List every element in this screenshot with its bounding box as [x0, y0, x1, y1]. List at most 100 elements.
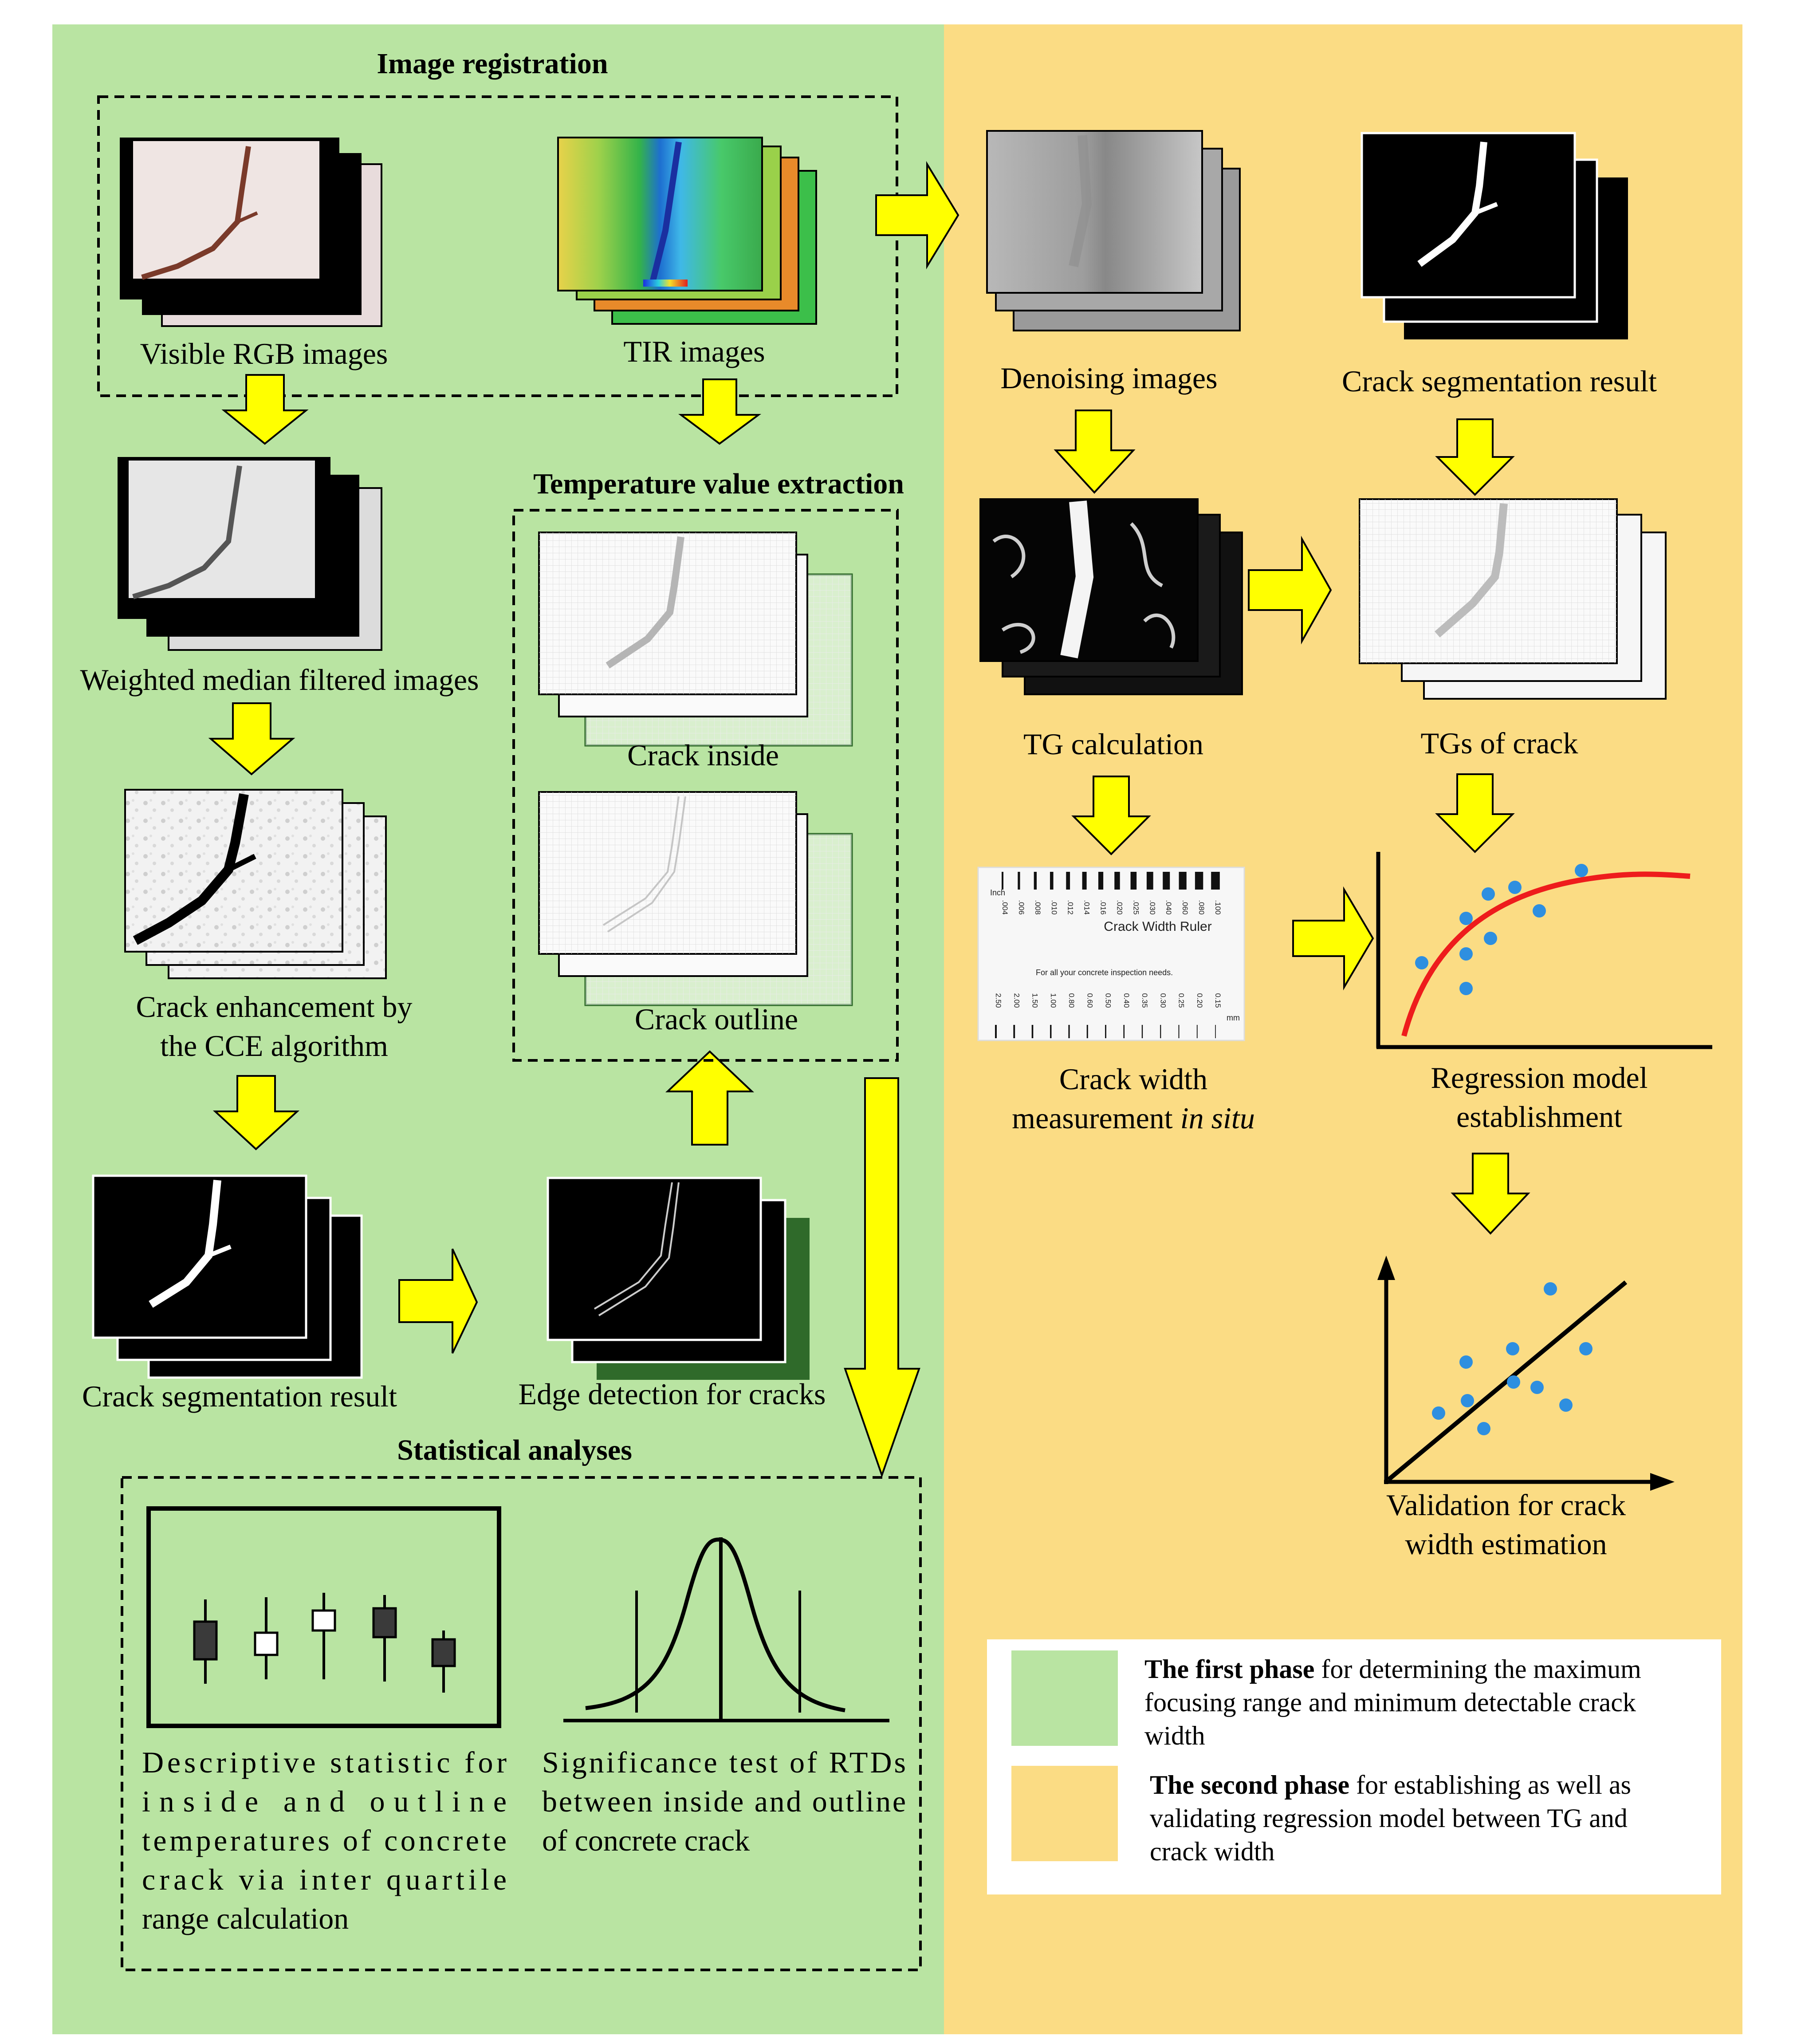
phase-legend: The first phase for determining the maxi… [987, 1639, 1721, 1894]
edge-detection-image-stack [547, 1177, 810, 1380]
crack-outline-image-stack [538, 791, 853, 1006]
edge-map-photo [547, 1177, 762, 1341]
arrow-segmentation-to-tgs [1435, 418, 1515, 496]
descriptive-line-1: Descriptive statistic for [142, 1745, 507, 1779]
arrow-tg-to-measurement [1071, 776, 1151, 855]
binary-crack-photo [92, 1174, 307, 1339]
ruler-mm-label: mm [1227, 1013, 1240, 1022]
ruler-bottom-tick-label: 2.00 [1012, 993, 1021, 1008]
image-registration-box [97, 95, 898, 397]
measurement-label-plain: measurement [1012, 1101, 1180, 1135]
ruler-bottom-tick-bar [1031, 1025, 1034, 1038]
measurement-label-italic: in situ [1180, 1101, 1255, 1135]
ruler-top-tick-label: .060 [1181, 900, 1189, 914]
thermal-photo [557, 137, 763, 291]
arrow-tir-to-extraction [678, 378, 762, 445]
ruler-top-tick-label: .100 [1214, 900, 1222, 914]
descriptive-line-4: crack via inter quartile [142, 1863, 507, 1896]
denoising-image-stack [986, 130, 1241, 331]
ruler-subtitle: For all your concrete inspection needs. [1036, 968, 1173, 977]
regression-curve [1401, 871, 1691, 1037]
ruler-bottom-tick-label: 0.80 [1067, 993, 1076, 1008]
tg-calculation-label: TG calculation [1023, 727, 1203, 761]
measurement-label-line1: Crack width [1059, 1062, 1207, 1096]
filtered-photo [129, 461, 315, 598]
visible-rgb-label: Visible RGB images [140, 337, 388, 370]
ruler-bottom-tick-label: 0.60 [1085, 993, 1094, 1008]
tg-image-stack [979, 498, 1243, 695]
significance-line-2: between inside and outline [542, 1784, 906, 1818]
ruler-bottom-tick-label: 0.30 [1159, 993, 1167, 1008]
ruler-top-tick-bar [1179, 872, 1187, 890]
wmf-label: Weighted median filtered images [80, 663, 479, 697]
ruler-top-tick-bar [1163, 872, 1170, 890]
ruler-top-ticks: .004.006.008.010.012.014.016.020.025.030… [1001, 872, 1222, 915]
crack-outline-label: Crack outline [635, 1002, 798, 1036]
crack-inside-image-stack [538, 532, 853, 747]
crack-inside-label: Crack inside [627, 738, 779, 772]
ruler-top-tick-label: .014 [1083, 900, 1091, 914]
ruler-top-tick-bar [1066, 872, 1070, 890]
arrow-to-statistical-analyses [844, 1077, 920, 1478]
regression-label-line2: establishment [1456, 1100, 1622, 1134]
legend-phase2-line1: for establishing as well as [1349, 1770, 1631, 1800]
validation-points [1432, 1282, 1593, 1435]
arrow-denoising-to-tg [1054, 410, 1136, 494]
ruler-top-tick-bar [1195, 872, 1203, 890]
ruler-top-tick-label: .006 [1017, 900, 1026, 914]
legend-phase1-line1: for determining the maximum [1314, 1654, 1641, 1684]
cce-label-line2: the CCE algorithm [160, 1029, 388, 1063]
ruler-bottom-tick-bar [1068, 1025, 1070, 1038]
cce-label-line1: Crack enhancement by [136, 990, 412, 1024]
ruler-top-tick-bar [1098, 872, 1104, 890]
descriptive-line-5: range calculation [142, 1902, 349, 1935]
significance-line-1: Significance test of RTDs [542, 1745, 906, 1779]
ruler-top-tick-label: .025 [1132, 900, 1140, 914]
tir-label: TIR images [623, 335, 765, 368]
ruler-top-tick-bar [1130, 872, 1137, 890]
validation-label-line1: Validation for crack [1386, 1488, 1626, 1522]
ruler-bottom-tick-bar [1086, 1025, 1088, 1038]
validation-label-line2: width estimation [1405, 1527, 1607, 1561]
regression-points [1415, 864, 1588, 995]
ruler-inch-label: Inch [990, 888, 1005, 897]
legend-phase2-line2: validating regression model between TG a… [1150, 1804, 1628, 1833]
legend-phase1-text: The first phase for determining the maxi… [1144, 1654, 1648, 1750]
ruler-top-tick-bar [1034, 872, 1037, 890]
ruler-top-tick-bar [1018, 872, 1020, 890]
regression-label-line1: Regression model [1431, 1061, 1648, 1095]
ruler-bottom-tick-bar [1050, 1025, 1052, 1038]
ruler-top-tick-label: .020 [1115, 900, 1124, 914]
legend-swatch-phase1 [1011, 1650, 1118, 1746]
ruler-bottom-tick-bar [1141, 1025, 1143, 1038]
legend-phase2-bold: The second phase [1150, 1770, 1349, 1800]
ruler-bottom-tick-bar [1013, 1025, 1015, 1038]
wmf-image-stack [118, 457, 382, 651]
arrow-segmentation-to-edge [398, 1248, 478, 1354]
arrow-wmf-to-cce [208, 702, 295, 776]
legend-phase1-line2: focusing range and minimum detectable cr… [1144, 1688, 1636, 1717]
normal-distribution-icon [563, 1537, 889, 1722]
legend-phase1-bold: The first phase [1144, 1654, 1314, 1684]
phase2-segmentation-label: Crack segmentation result [1342, 364, 1657, 398]
arrow-tg-to-tgs [1248, 536, 1332, 645]
tgs-image-stack [1359, 498, 1667, 700]
visible-rgb-image-stack [120, 138, 382, 327]
ruler-bottom-tick-bar [995, 1025, 997, 1038]
denoising-label: Denoising images [1000, 361, 1217, 395]
arrow-measurement-to-regression [1292, 886, 1374, 991]
denoised-photo [986, 130, 1203, 294]
ruler-top-tick-label: .030 [1148, 900, 1156, 914]
ruler-bottom-tick-label: 0.40 [1122, 993, 1131, 1008]
ruler-top-tick-label: .004 [1001, 900, 1009, 914]
arrow-rgb-to-wmf [221, 374, 309, 445]
ruler-bottom-tick-label: 2.50 [994, 993, 1003, 1008]
ruler-bottom-tick-label: 0.50 [1104, 993, 1113, 1008]
temperature-extraction-heading: Temperature value extraction [533, 468, 904, 500]
image-registration-heading: Image registration [377, 47, 608, 80]
ruler-bottom-tick-label: 1.50 [1031, 993, 1039, 1008]
ruler-bottom-tick-label: 0.20 [1195, 993, 1204, 1008]
ruler-top-tick-bar [1050, 872, 1054, 890]
concrete-photo [133, 141, 319, 279]
